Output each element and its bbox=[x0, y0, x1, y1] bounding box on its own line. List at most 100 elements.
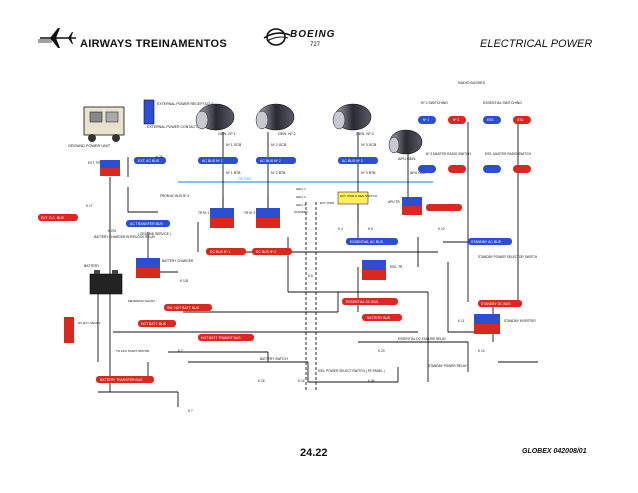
svg-text:AC TRANSFER BUS: AC TRANSFER BUS bbox=[130, 222, 163, 226]
svg-text:EXT. AC BUS: EXT. AC BUS bbox=[138, 159, 160, 163]
svg-text:ESS. POWER SELECT SWITCH ( FE: ESS. POWER SELECT SWITCH ( FE PANEL ) bbox=[318, 369, 385, 373]
svg-text:ESSENTIAL DC BUS: ESSENTIAL DC BUS bbox=[346, 300, 379, 304]
svg-text:K 11: K 11 bbox=[458, 319, 465, 323]
svg-text:K 7: K 7 bbox=[188, 409, 193, 413]
relay-labels: K 17 K 28 FROM AC BUS Nº 3 ( GROUND SERV… bbox=[86, 155, 538, 413]
svg-text:Nº 1: Nº 1 bbox=[423, 118, 429, 122]
svg-text:GEN. Nº 1: GEN. Nº 1 bbox=[218, 132, 236, 136]
svg-text:RADIO BUSSES: RADIO BUSSES bbox=[458, 81, 486, 85]
battery: BATTERY DC EXT. RECPT. METERING SHUNT TO… bbox=[64, 264, 155, 353]
svg-text:ESS. TR: ESS. TR bbox=[390, 265, 403, 269]
svg-text:TR Nº 2: TR Nº 2 bbox=[244, 211, 255, 215]
svg-text:Nº 1 BTB: Nº 1 BTB bbox=[226, 171, 241, 175]
svg-text:TO APU START MOTOR: TO APU START MOTOR bbox=[116, 349, 150, 353]
svg-text:K 4: K 4 bbox=[338, 227, 343, 231]
svg-text:Nº 3 BTB: Nº 3 BTB bbox=[361, 171, 376, 175]
svg-text:K 14: K 14 bbox=[298, 379, 305, 383]
svg-text:K 23: K 23 bbox=[378, 349, 385, 353]
svg-text:BATTERY: BATTERY bbox=[84, 264, 100, 268]
svg-text:Nº 3 GCB: Nº 3 GCB bbox=[361, 143, 377, 147]
svg-text:K 10: K 10 bbox=[438, 227, 445, 231]
svg-text:STANDBY INVERTER: STANDBY INVERTER bbox=[504, 319, 536, 323]
company-name: AIRWAYS TREINAMENTOS bbox=[80, 38, 227, 50]
svg-text:AC BUS Nº 1: AC BUS Nº 1 bbox=[202, 159, 223, 163]
svg-text:ESSENTIAL AC BUS: ESSENTIAL AC BUS bbox=[350, 240, 384, 244]
svg-text:Nº 2 MASTER RADIO SWITCH: Nº 2 MASTER RADIO SWITCH bbox=[426, 152, 471, 156]
airplane-logo-icon bbox=[38, 28, 76, 48]
svg-text:GEN. Nº 3: GEN. Nº 3 bbox=[356, 132, 374, 136]
svg-text:ESSENTIAL SWITCHING: ESSENTIAL SWITCHING bbox=[483, 101, 522, 105]
electrical-schematic: GROUND POWER UNIT EXTERNAL POWER RECEPTA… bbox=[38, 81, 538, 413]
page-number: 24.22 bbox=[300, 447, 328, 459]
svg-text:Nº 1 GCB: Nº 1 GCB bbox=[226, 143, 242, 147]
svg-text:K 46: K 46 bbox=[368, 379, 375, 383]
svg-text:DC BUS Nº 2: DC BUS Nº 2 bbox=[256, 250, 276, 254]
svg-text:BATTERY CHARGER INTERLOCK RELA: BATTERY CHARGER INTERLOCK RELAY bbox=[94, 235, 156, 239]
ext-receptacle-label: EXTERNAL POWER RECEPTACLE bbox=[157, 102, 214, 106]
svg-text:ESS. MASTER RADIO SWITCH: ESS. MASTER RADIO SWITCH bbox=[485, 152, 532, 156]
svg-text:EXT. D.C. BUS: EXT. D.C. BUS bbox=[41, 216, 65, 220]
svg-text:GEN. Nº 2: GEN. Nº 2 bbox=[278, 132, 296, 136]
boeing-logo-icon bbox=[263, 28, 291, 46]
generator-3: GEN. Nº 3 bbox=[332, 103, 374, 136]
document-code: GLOBEX 042008/01 bbox=[522, 448, 587, 455]
section-title: ELECTRICAL POWER bbox=[480, 38, 593, 50]
svg-text:GEN. 2: GEN. 2 bbox=[296, 195, 306, 199]
svg-text:K 2: K 2 bbox=[178, 349, 183, 353]
svg-text:AC BUS Nº 2: AC BUS Nº 2 bbox=[260, 159, 281, 163]
svg-text:Nº 2: Nº 2 bbox=[453, 118, 459, 122]
ac-buses: EXT. AC BUS AC BUS Nº 1 AC BUS Nº 2 AC B… bbox=[126, 157, 512, 245]
dc-buses: EXT. D.C. BUS DC BUS Nº 1 DC BUS Nº 2 ES… bbox=[38, 204, 522, 383]
svg-text:AC BUS Nº 3: AC BUS Nº 3 bbox=[342, 159, 363, 163]
breaker-labels: Nº 1 GCB Nº 2 GCB Nº 3 GCB APU GCB Nº 1 … bbox=[226, 143, 426, 181]
svg-text:EXT. PWR & GEN SWITCH: EXT. PWR & GEN SWITCH bbox=[340, 194, 377, 198]
svg-text:Nº 2 SWITCHING: Nº 2 SWITCHING bbox=[421, 101, 448, 105]
svg-text:K 13: K 13 bbox=[478, 349, 485, 353]
svg-text:EXT. PWR.: EXT. PWR. bbox=[320, 201, 335, 205]
transformer-rectifiers: EXT. TR TR Nº 1 TR Nº 2 APU TR ESS. TR B… bbox=[88, 160, 536, 334]
svg-text:HOT BATT. BUS: HOT BATT. BUS bbox=[141, 322, 167, 326]
svg-text:K 28: K 28 bbox=[156, 155, 163, 159]
svg-text:BATTERY SWITCH: BATTERY SWITCH bbox=[260, 357, 289, 361]
aircraft-model: 727 bbox=[310, 42, 321, 48]
svg-text:Nº 2 BTB: Nº 2 BTB bbox=[271, 171, 286, 175]
svg-text:APU GEN.: APU GEN. bbox=[398, 157, 416, 161]
apu-generator: APU GEN. bbox=[388, 129, 423, 161]
svg-text:FROM AC BUS Nº 3: FROM AC BUS Nº 3 bbox=[160, 194, 189, 198]
svg-text:BATTERY TRANSFER BUS: BATTERY TRANSFER BUS bbox=[100, 378, 143, 382]
svg-text:STANDBY POWER SELECTOR SWITCH: STANDBY POWER SELECTOR SWITCH bbox=[478, 255, 538, 259]
svg-text:STANDBY DC BUS: STANDBY DC BUS bbox=[481, 302, 511, 306]
svg-text:EXT. TR: EXT. TR bbox=[88, 161, 101, 165]
wiring bbox=[97, 122, 538, 407]
svg-text:BATTERY BUS: BATTERY BUS bbox=[367, 316, 391, 320]
svg-text:TIE BUS: TIE BUS bbox=[238, 177, 252, 181]
svg-text:K 103: K 103 bbox=[180, 279, 189, 283]
svg-text:K 17: K 17 bbox=[86, 204, 93, 208]
ground-power-unit: GROUND POWER UNIT bbox=[68, 106, 125, 148]
svg-text:STANDBY: STANDBY bbox=[294, 210, 308, 214]
svg-text:K 201: K 201 bbox=[108, 229, 117, 233]
svg-text:Nº 2 GCB: Nº 2 GCB bbox=[271, 143, 287, 147]
svg-text:STANDBY POWER RELAY: STANDBY POWER RELAY bbox=[428, 364, 468, 368]
svg-text:DC BUS Nº 1: DC BUS Nº 1 bbox=[210, 250, 230, 254]
radio-busses: RADIO BUSSES Nº 2 SWITCHING ESSENTIAL SW… bbox=[418, 81, 532, 173]
svg-text:ESSENTIAL DC FAILURE RELAY: ESSENTIAL DC FAILURE RELAY bbox=[398, 337, 447, 341]
svg-text:TR Nº 1: TR Nº 1 bbox=[198, 211, 209, 215]
svg-text:SW. HOT BATT. BUS: SW. HOT BATT. BUS bbox=[167, 306, 200, 310]
svg-text:HOT BATT TRANSIT BUS: HOT BATT TRANSIT BUS bbox=[201, 336, 241, 340]
svg-text:K 6: K 6 bbox=[368, 227, 373, 231]
ext-contactor-label: EXTERNAL POWER CONTACTOR bbox=[147, 125, 203, 129]
svg-text:APU TR: APU TR bbox=[388, 200, 400, 204]
svg-text:METERING SHUNT: METERING SHUNT bbox=[128, 299, 155, 303]
gpu-label: GROUND POWER UNIT bbox=[68, 144, 111, 148]
svg-text:STANDBY AC BUS: STANDBY AC BUS bbox=[471, 240, 502, 244]
page-header: AIRWAYS TREINAMENTOS BOEING 727 ELECTRIC… bbox=[0, 0, 638, 60]
svg-text:STD: STD bbox=[517, 118, 524, 122]
generator-1: GEN. Nº 1 bbox=[195, 103, 236, 136]
svg-text:DC EXT. RECPT.: DC EXT. RECPT. bbox=[78, 321, 101, 325]
svg-text:GEN. 3: GEN. 3 bbox=[296, 203, 306, 207]
svg-text:( GROUND SERVICE ): ( GROUND SERVICE ) bbox=[138, 232, 171, 236]
ext-pwr-gen-switch: EXT. PWR & GEN SWITCH GEN. 1 GEN. 2 GEN.… bbox=[294, 187, 377, 214]
svg-text:GEN. 1: GEN. 1 bbox=[296, 187, 306, 191]
brand-name: BOEING bbox=[290, 29, 336, 40]
